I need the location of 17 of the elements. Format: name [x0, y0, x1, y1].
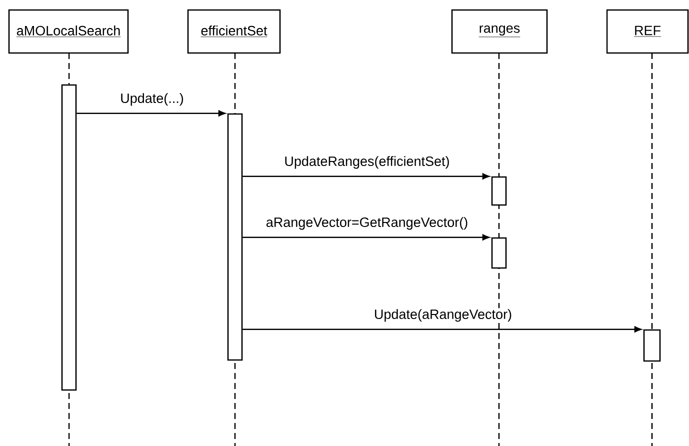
activation-bar: [491, 176, 507, 206]
edge-label: aRangeVector=GetRangeVector(): [264, 216, 470, 231]
message-arrow: [242, 326, 642, 332]
message-arrow: [242, 173, 490, 180]
activation-bar: [227, 113, 243, 361]
object-box: aMOLocalSearch: [8, 9, 129, 54]
edge-label: Update(aRangeVector): [372, 308, 514, 323]
object-box: ranges: [451, 9, 548, 54]
message-arrow: [76, 110, 226, 116]
activation-bar: [61, 84, 77, 391]
activation-bar: [643, 329, 661, 362]
activation-bar: [491, 237, 507, 269]
message-arrow: [242, 234, 490, 240]
edge-label: Update(...): [119, 92, 185, 107]
edge-label: UpdateRanges(efficientSet): [283, 155, 451, 170]
object-box: efficientSet: [187, 9, 281, 54]
object-box: REF: [606, 9, 689, 54]
